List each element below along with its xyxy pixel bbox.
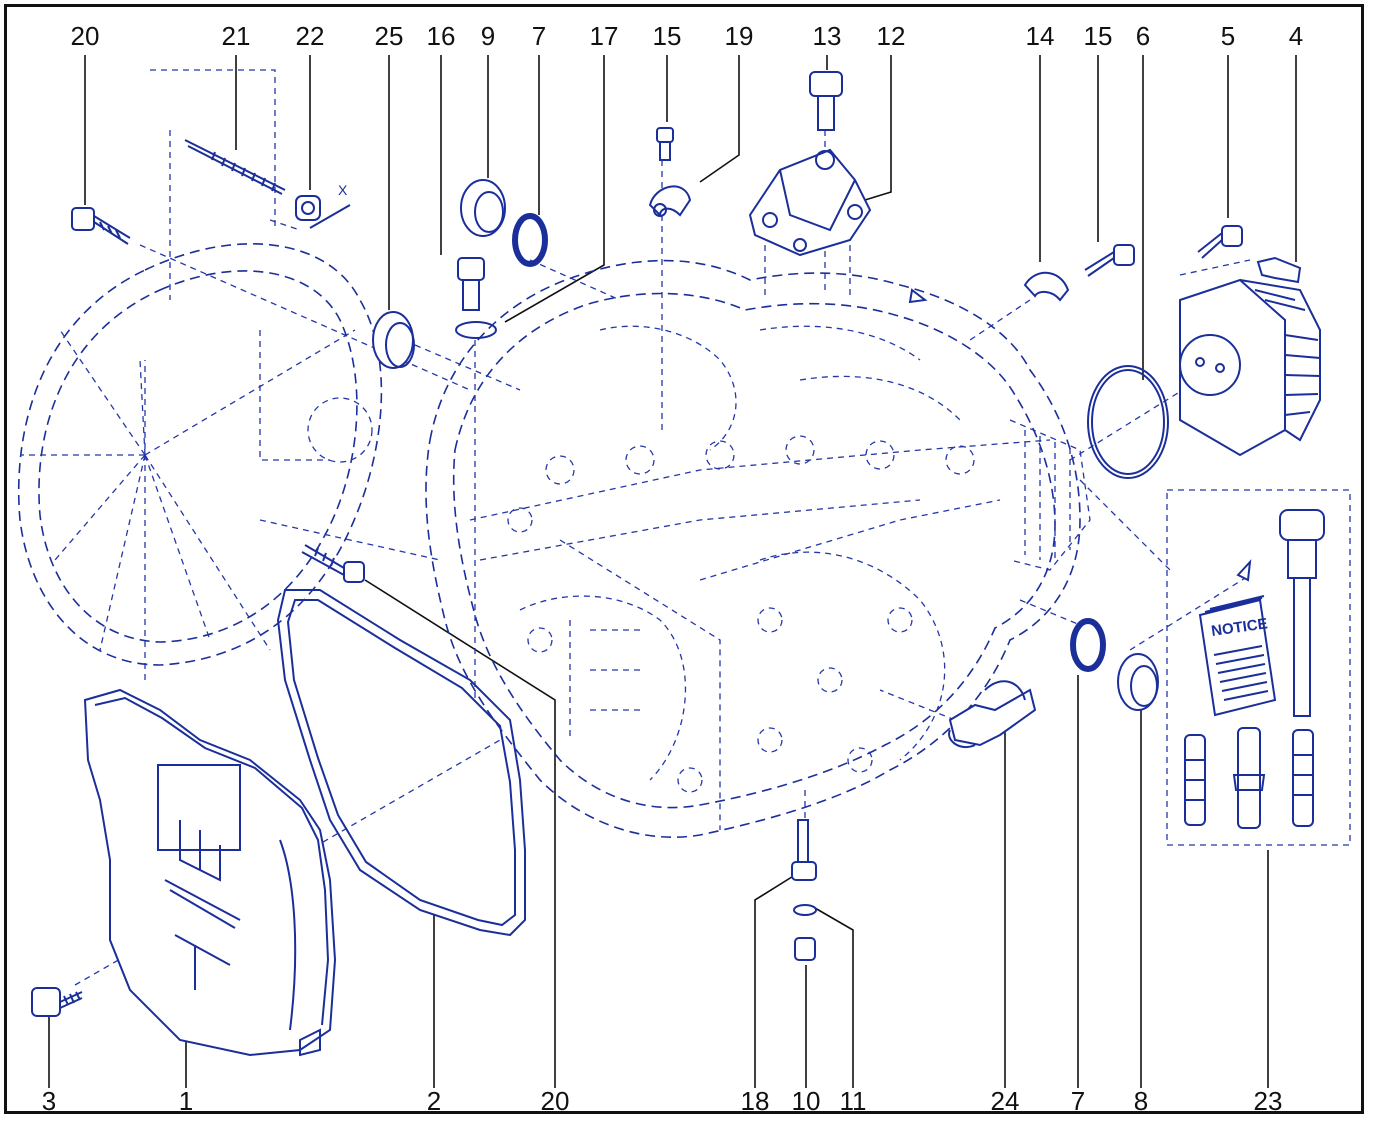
callout-18: 18 <box>741 1086 770 1116</box>
callouts-bottom: 3 1 2 20 18 10 11 24 7 8 23 <box>42 1086 1283 1116</box>
brackets <box>648 148 1070 749</box>
oil-cooler <box>1179 256 1321 457</box>
callout-13: 13 <box>813 21 842 51</box>
leader-lines <box>48 55 1297 1088</box>
drain-bolt <box>31 987 83 1017</box>
callout-19: 19 <box>725 21 754 51</box>
bolts: X <box>71 71 1243 961</box>
callout-4: 4 <box>1289 21 1303 51</box>
callout-3: 3 <box>42 1086 56 1116</box>
callout-10: 10 <box>792 1086 821 1116</box>
callout-15-left: 15 <box>653 21 682 51</box>
callout-21: 21 <box>222 21 251 51</box>
service-kit-box: NOTICE <box>1166 489 1351 846</box>
callout-1: 1 <box>179 1086 193 1116</box>
direction-arrows <box>908 288 1252 582</box>
callout-12: 12 <box>877 21 906 51</box>
callout-6: 6 <box>1136 21 1150 51</box>
callout-15-right: 15 <box>1084 21 1113 51</box>
callout-23: 23 <box>1254 1086 1283 1116</box>
callout-5: 5 <box>1221 21 1235 51</box>
callout-9: 9 <box>481 21 495 51</box>
callout-11: 11 <box>840 1086 867 1116</box>
oil-pan <box>83 688 337 1057</box>
callout-17: 17 <box>590 21 619 51</box>
callout-7-top: 7 <box>532 21 546 51</box>
callout-24: 24 <box>991 1086 1020 1116</box>
callout-7-bottom: 7 <box>1071 1086 1085 1116</box>
dimension-mark: X <box>338 182 348 198</box>
callout-8: 8 <box>1134 1086 1148 1116</box>
seals-rings <box>372 179 1169 711</box>
oil-pan-gasket <box>276 589 526 937</box>
callout-22: 22 <box>296 21 325 51</box>
converter-housing-outline <box>17 69 383 680</box>
transmission-case-outline <box>425 259 1091 839</box>
callouts-top: 20 21 22 25 16 9 7 17 15 19 13 12 14 15 … <box>71 21 1304 51</box>
callout-2: 2 <box>427 1086 441 1116</box>
callout-20-top: 20 <box>71 21 100 51</box>
callout-16: 16 <box>427 21 456 51</box>
callout-14: 14 <box>1026 21 1055 51</box>
callout-25: 25 <box>375 21 404 51</box>
callout-20-bottom: 20 <box>541 1086 570 1116</box>
